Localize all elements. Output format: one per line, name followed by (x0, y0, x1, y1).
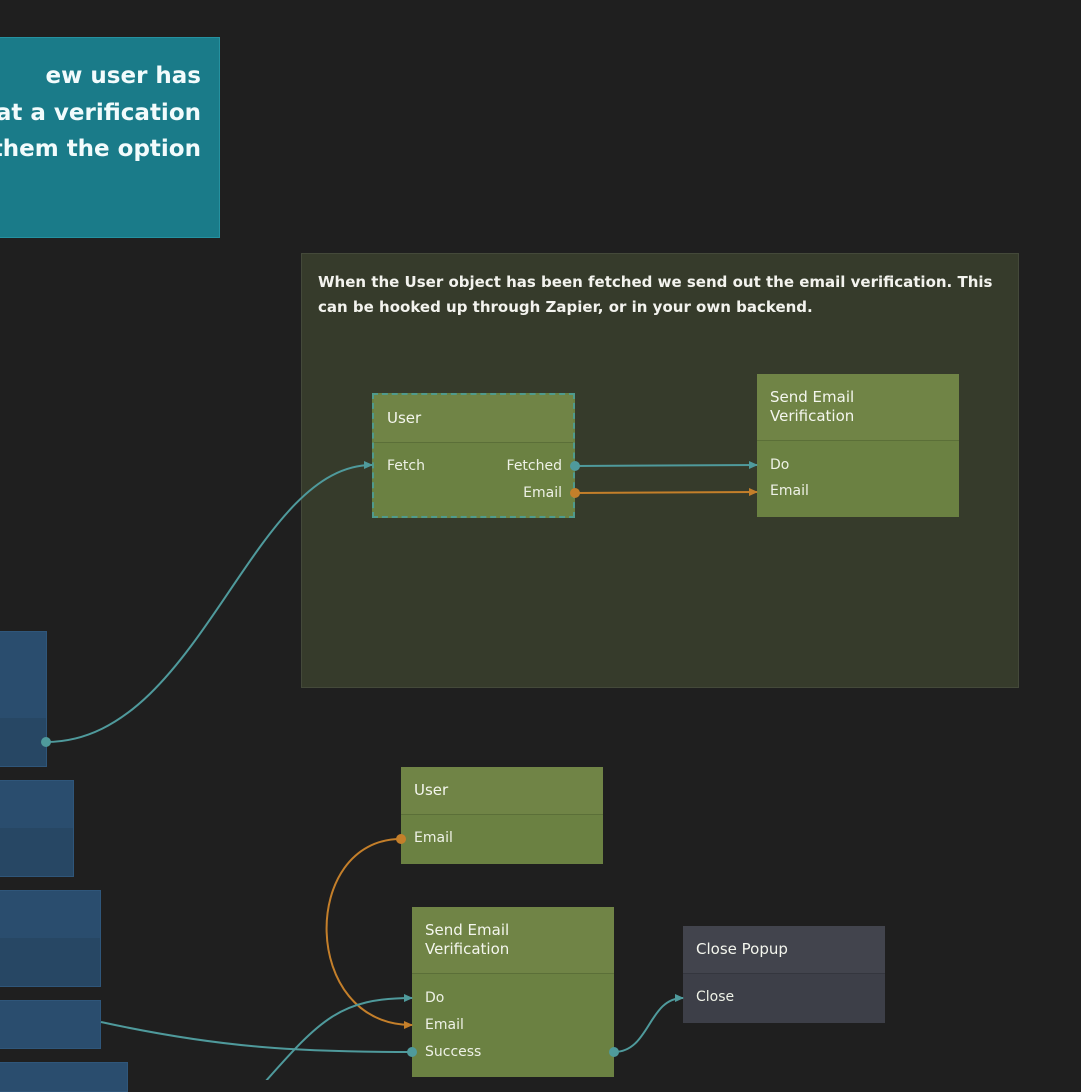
close-popup-node[interactable]: Close Popup Close (683, 926, 885, 1023)
send-email-node-bottom-title: Send Email Verification (412, 907, 614, 974)
send-email-node-top[interactable]: Send Email Verification Do Email (757, 374, 959, 517)
port-success[interactable]: Success (425, 1044, 482, 1060)
blue-node-5[interactable] (0, 1062, 128, 1092)
wire-to-do[interactable] (265, 994, 413, 1080)
blue-node-1[interactable] (0, 631, 47, 767)
fetch-comment-text: When the User object has been fetched we… (318, 273, 993, 316)
wire-to-close[interactable] (613, 994, 684, 1053)
send-email-node-top-title: Send Email Verification (757, 374, 959, 441)
port-fetched[interactable]: Fetched (506, 458, 562, 474)
user-node-bottom[interactable]: User Email (401, 767, 603, 864)
port-email-in[interactable]: Email (770, 483, 809, 499)
intro-comment-text: ew user has that a verification them the… (0, 63, 201, 162)
send-email-node-bottom[interactable]: Send Email Verification Do Email Success (412, 907, 614, 1077)
port-do-bottom[interactable]: Do (425, 990, 445, 1006)
port-do[interactable]: Do (770, 457, 790, 473)
port-fetch[interactable]: Fetch (387, 458, 425, 474)
wire-blue-to-success[interactable] (100, 1021, 413, 1053)
blue-node-4[interactable] (0, 1000, 101, 1049)
user-node-bottom-title: User (401, 767, 603, 815)
port-email-bottom[interactable]: Email (425, 1017, 464, 1033)
port-email-user-bottom[interactable]: Email (414, 830, 453, 846)
port-close[interactable]: Close (696, 989, 735, 1005)
blue-node-2[interactable] (0, 780, 74, 877)
close-popup-node-title: Close Popup (683, 926, 885, 974)
port-email-out[interactable]: Email (523, 485, 562, 501)
wire-user-email-to-send-email[interactable] (325, 838, 413, 1029)
intro-comment[interactable]: ew user has that a verification them the… (0, 37, 220, 238)
user-node-top[interactable]: User Fetch Fetched Email (372, 393, 575, 518)
blue-node-3[interactable] (0, 890, 101, 987)
user-node-top-title: User (374, 395, 573, 443)
